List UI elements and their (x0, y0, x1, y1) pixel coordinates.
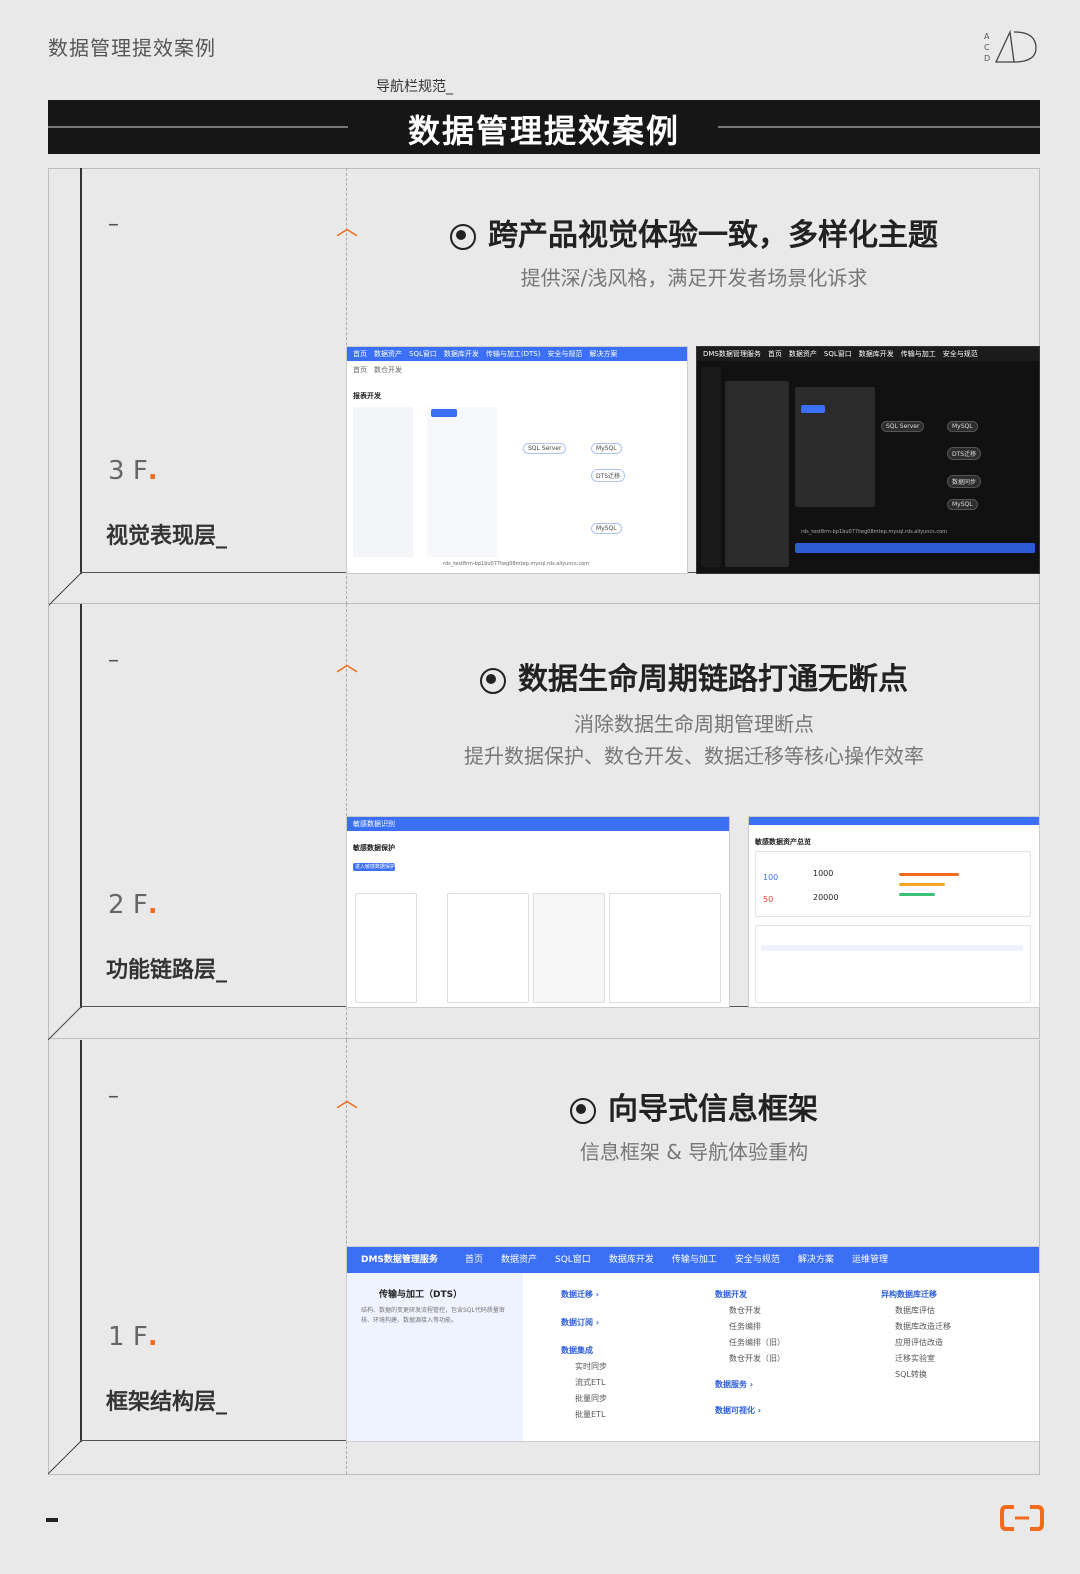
layer-label: 功能链路层_ (106, 958, 228, 983)
menu-item[interactable]: 批量ETL (575, 1410, 606, 1419)
floor-tick: – (108, 1084, 119, 1109)
floor-number: 2 F. (108, 890, 158, 920)
floor-heading: 数据生命周期链路打通无断点 (348, 654, 1040, 698)
menu-item[interactable]: 数仓开发 (729, 1306, 761, 1315)
title-banner: 数据管理提效案例 (48, 100, 1040, 154)
menu-item[interactable]: 迁移实验室 (895, 1354, 935, 1363)
brand-letter-d: D (984, 54, 990, 63)
screenshot-light-theme: 首页 数据资产 SQL窗口 数据库开发 传输与加工(DTS) 安全与规范 解决方… (346, 346, 688, 574)
menu-item[interactable]: 任务编排 (729, 1322, 761, 1331)
menu-item[interactable]: 数据服务 › (715, 1380, 754, 1389)
feature-icon (570, 1097, 596, 1124)
menu-item[interactable]: 数据可视化 › (715, 1406, 762, 1415)
floor-subtitle: 消除数据生命周期管理断点提升数据保护、数仓开发、数据迁移等核心操作效率 (464, 712, 924, 768)
brand-logo: A C D (984, 29, 1037, 63)
alibaba-cloud-logo-icon (1000, 1505, 1044, 1531)
menu-side-panel: 传输与加工（DTS） 结构、数据的变更研发流程管控，包含SQL代码质量审核、环境… (347, 1273, 523, 1441)
menu-item[interactable]: 数仓开发（旧） (729, 1354, 785, 1363)
menu-item[interactable]: 数据订阅 › (561, 1318, 600, 1327)
menu-item[interactable]: 应用评估改造 (895, 1338, 943, 1347)
top-nav-bar: DMS数据管理服务 首页 数据资产 SQL窗口 数据库开发 传输与加工 安全与规… (347, 1247, 1039, 1273)
menu-item[interactable]: 实时同步 (575, 1362, 607, 1371)
page-title: 数据管理提效案例 (48, 36, 216, 60)
screenshot-dark-theme: DMS数据管理服务 首页 数据资产 SQL窗口 数据库开发 传输与加工 安全与规… (696, 346, 1040, 574)
top-nav-bar (749, 817, 1039, 825)
brand-letter-a: A (984, 32, 990, 41)
footer-dash-mark (46, 1518, 58, 1522)
top-nav-bar: 首页 数据资产 SQL窗口 数据库开发 传输与加工(DTS) 安全与规范 解决方… (347, 347, 687, 361)
banner-title: 数据管理提效案例 (407, 112, 680, 150)
floor-subtitle: 提供深/浅风格，满足开发者场景化诉求 (520, 266, 868, 290)
menu-item[interactable]: 异构数据库迁移 (881, 1290, 937, 1299)
floor-heading: 向导式信息框架 (348, 1084, 1040, 1128)
menu-column-1: 数据迁移 › 数据订阅 › 数据集成 实时同步 流式ETL 批量同步 批量ETL (561, 1287, 607, 1423)
floor-number: 3 F. (108, 456, 158, 486)
floor-2: – ︿ 2 F. 功能链路层_ 数据生命周期链路打通无断点 消除数据生命周期管理… (48, 604, 1040, 1040)
floor-1: – ︿ 1 F. 框架结构层_ 向导式信息框架 信息框架 & 导航体验重构 DM… (48, 1040, 1040, 1476)
top-nav-bar: DMS数据管理服务 首页 数据资产 SQL窗口 数据库开发 传输与加工 安全与规… (697, 347, 1039, 361)
chevron-up-icon: ︿ (336, 1088, 359, 1113)
nav-spec-label: 导航栏规范_ (376, 79, 453, 95)
feature-icon (450, 223, 476, 250)
layer-label: 视觉表现层_ (106, 524, 228, 549)
menu-item[interactable]: 流式ETL (575, 1378, 606, 1387)
menu-item[interactable]: 批量同步 (575, 1394, 607, 1403)
floor-subtitle: 信息框架 & 导航体验重构 (579, 1140, 809, 1164)
menu-item[interactable]: 数据开发 (715, 1290, 747, 1299)
screenshot-data-overview: 敏感数据资产总览 100 1000 50 20000 (748, 816, 1040, 1008)
menu-item[interactable]: 数据迁移 › (561, 1290, 600, 1299)
brand-letter-c: C (984, 43, 990, 52)
top-nav-bar: 敏感数据识别 (347, 817, 729, 831)
menu-item[interactable]: SQL转换 (895, 1370, 927, 1379)
layer-label: 框架结构层_ (106, 1390, 228, 1415)
floor-tick: – (108, 648, 119, 673)
chevron-up-icon: ︿ (336, 652, 359, 677)
screenshot-sensitive-data: 敏感数据识别 敏感数据保护 进入敏感数据保护 (346, 816, 730, 1008)
floor-number: 1 F. (108, 1322, 158, 1352)
menu-column-3: 异构数据库迁移 数据库评估 数据库改造迁移 应用评估改造 迁移实验室 SQL转换 (881, 1287, 951, 1383)
chevron-up-icon: ︿ (336, 216, 359, 241)
menu-item[interactable]: 任务编排（旧） (729, 1338, 785, 1347)
menu-item[interactable]: 数据库评估 (895, 1306, 935, 1315)
menu-item[interactable]: 数据集成 (561, 1346, 593, 1355)
menu-item[interactable]: 数据库改造迁移 (895, 1322, 951, 1331)
menu-column-2: 数据开发 数仓开发 任务编排 任务编排（旧） 数仓开发（旧） 数据服务 › 数据… (715, 1287, 785, 1419)
floor-heading: 跨产品视觉体验一致，多样化主题 (348, 210, 1040, 254)
floor-tick: – (108, 212, 119, 237)
feature-icon (480, 667, 506, 694)
screenshot-nav-menu: DMS数据管理服务 首页 数据资产 SQL窗口 数据库开发 传输与加工 安全与规… (346, 1246, 1040, 1442)
floor-3: – ︿ 3 F. 视觉表现层_ 跨产品视觉体验一致，多样化主题 提供深/浅风格，… (48, 168, 1040, 606)
